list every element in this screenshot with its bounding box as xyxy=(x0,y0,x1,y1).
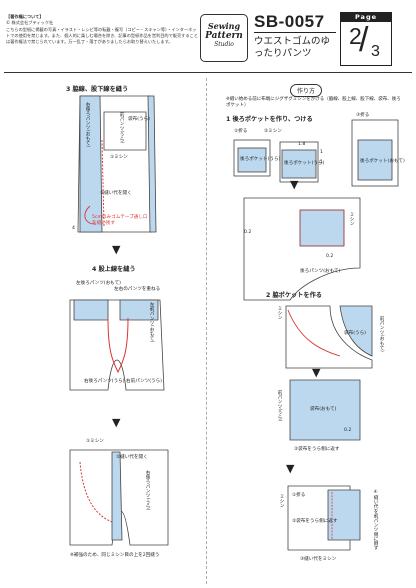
step1-label: ③折る xyxy=(356,113,370,118)
step2-label: ④縫い代を前パンツ側に倒す xyxy=(373,490,378,551)
step3-stitch xyxy=(84,139,105,227)
step2-label: 袋布(おもて) xyxy=(310,407,337,412)
down-arrow-icon: ▼ xyxy=(112,243,121,256)
step3-heading: 3 脇線、股下線を縫う xyxy=(66,86,129,93)
step3-label: ②縫い代を開く xyxy=(100,191,132,196)
pattern-title: ウエストゴムのゆったりパンツ xyxy=(254,36,331,59)
step3-label: 前パンツ(うら) xyxy=(119,112,124,144)
pattern-code: SB-0057 xyxy=(254,12,325,31)
step2-label: ミシン xyxy=(279,494,284,508)
step4-diagram xyxy=(69,299,165,391)
step4-label: 右後ろパンツ(うら) xyxy=(145,470,150,511)
step3-label: 右後ろパンツ(おもて) xyxy=(85,102,90,147)
step1-label: 1 xyxy=(320,160,323,165)
step3-label: 4 xyxy=(72,226,75,231)
step2-label: ②袋布をうら側に返す xyxy=(294,447,340,452)
step3-diagram xyxy=(77,95,157,233)
logo-line-3: Studio xyxy=(214,41,234,48)
copyright-text: こちらの型紙に掲載の写真・イラスト・レシピ等の転載・複写（コピー・スキャン等）・… xyxy=(6,26,198,45)
step2-label: 前パンツ(うら) xyxy=(277,390,282,422)
page-slash: / xyxy=(359,21,369,59)
header-divider xyxy=(4,72,412,73)
step4-label: ①ミシン xyxy=(86,439,104,444)
step1-label: 0.2 xyxy=(326,254,334,259)
page-indicator: Page 2 / 3 xyxy=(340,12,392,66)
step4-label: 右前パンツ(うら) xyxy=(126,379,162,384)
step1-label: 後ろポケット(うら) xyxy=(240,157,281,162)
step3-label: 5cmのみゴムテープ通し口を縫い残す xyxy=(92,215,148,226)
page-total: 3 xyxy=(371,43,380,60)
down-arrow-icon: ▼ xyxy=(312,366,321,379)
page-label: Page xyxy=(341,13,391,22)
step1-label: ①折る xyxy=(234,129,248,134)
step1-label: 後ろポケット(おもて) xyxy=(360,159,405,164)
step3-label: ①ミシン xyxy=(110,155,128,160)
code-underline xyxy=(254,32,336,33)
step1-label: 1.8 xyxy=(298,142,306,147)
logo-line-1: Sewing xyxy=(207,21,241,31)
step2-label: ミシン xyxy=(277,306,282,320)
step2-diagram xyxy=(285,305,373,551)
step2-heading: 2 脇ポケットを作る xyxy=(266,292,322,299)
step2-label: ②袋布をうら側に返す xyxy=(292,519,338,524)
step4-label: ②縫い代を開く xyxy=(116,455,148,460)
page-current: 2 xyxy=(349,23,362,49)
step2-label: 0.2 xyxy=(344,428,352,433)
down-arrow-icon: ▼ xyxy=(112,416,121,429)
step1-heading: 1 後ろポケットを作り、つける xyxy=(226,116,313,123)
howto-note: ※縫い始める前に布端にジグザグミシンをかける（脇線、股上線、股下線、袋布、後ろポ… xyxy=(226,97,401,108)
copyright-notice: 【著作権について】 © 株式会社ブティック社 こちらの型紙に掲載の写真・イラスト… xyxy=(6,14,198,45)
column-divider xyxy=(206,78,207,584)
step1-label: 後ろポケット(うら) xyxy=(284,161,325,166)
step4-label: 左前パンツ(おもて) xyxy=(149,302,154,343)
step4-label: 右後ろパンツ(うら) xyxy=(84,379,125,384)
step1-label: ミシン xyxy=(349,212,354,226)
step2-label: 袋布(うら) xyxy=(344,331,366,336)
step1-label: 0.2 xyxy=(244,230,252,235)
copyright-owner: © 株式会社ブティック社 xyxy=(6,20,54,26)
logo-line-2: Pattern xyxy=(205,31,243,41)
step1-diagram xyxy=(233,119,399,301)
step4-heading: 4 股上線を縫う xyxy=(92,266,136,273)
studio-logo: Sewing Pattern Studio xyxy=(200,14,248,62)
step4b-diagram xyxy=(69,449,169,546)
howto-badge: 作り方 xyxy=(290,84,323,97)
step2-label: ①折る xyxy=(292,493,306,498)
step1-label: 後ろパンツ(おもて) xyxy=(300,269,341,274)
copyright-heading: 【著作権について】 xyxy=(6,14,44,19)
step1-label: ②ミシン xyxy=(264,129,282,134)
step2-label: 前パンツ(おもて) xyxy=(379,316,384,352)
down-arrow-icon: ▼ xyxy=(290,178,299,191)
step2-label: ③縫い代をミシン xyxy=(300,557,337,562)
step3-label: 袋布(うら) xyxy=(128,117,150,122)
step4-label: 左右のパンツを重ねる xyxy=(114,287,161,292)
step4-label: 左後ろパンツ(おもて) xyxy=(76,281,121,286)
down-arrow-icon: ▼ xyxy=(286,462,295,475)
step1-label: 1 xyxy=(320,150,323,155)
step4-note: ※補強のため、同じミシン目の上を2回縫う xyxy=(70,553,160,558)
